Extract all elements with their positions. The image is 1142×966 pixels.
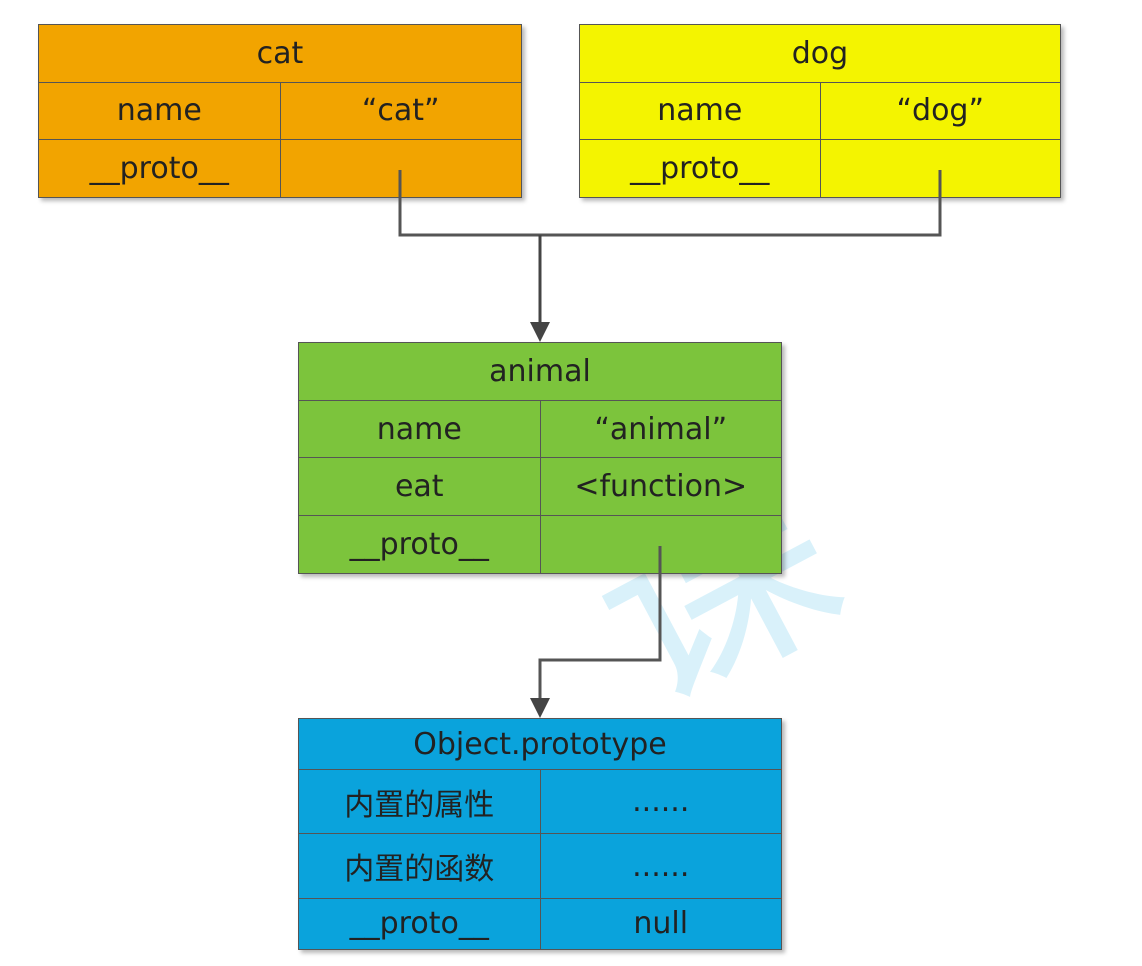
animal-name-key: name [299, 399, 541, 459]
cat-object-box: cat name “cat” __proto__ [38, 24, 522, 198]
animal-eat-value: <function> [539, 457, 781, 517]
animal-proto-value [539, 515, 781, 573]
cat-object-table: cat name “cat” __proto__ [39, 25, 521, 197]
object-prototype-builtin-props-key: 内置的属性 [299, 769, 541, 835]
dog-proto-key: __proto__ [580, 139, 821, 197]
cat-title: cat [39, 25, 521, 83]
object-prototype-proto-value: null [539, 897, 781, 949]
cat-name-value: “cat” [279, 81, 521, 141]
dog-title: dog [580, 25, 1060, 83]
animal-arrowhead [530, 322, 550, 342]
dog-name-key: name [580, 81, 821, 141]
cat-proto-key: __proto__ [39, 139, 281, 197]
animal-name-value: “animal” [539, 399, 781, 459]
cat-name-key: name [39, 81, 281, 141]
animal-object-box: animal name “animal” eat <function> __pr… [298, 342, 782, 574]
object-prototype-builtin-funcs-key: 内置的函数 [299, 833, 541, 899]
object-prototype-title: Object.prototype [299, 719, 781, 771]
dog-name-value: “dog” [819, 81, 1060, 141]
dog-proto-value [819, 139, 1060, 197]
dog-object-table: dog name “dog” __proto__ [580, 25, 1060, 197]
object-prototype-builtin-funcs-value: ...... [539, 833, 781, 899]
animal-object-table: animal name “animal” eat <function> __pr… [299, 343, 781, 573]
dog-object-box: dog name “dog” __proto__ [579, 24, 1061, 198]
object-prototype-builtin-props-value: ...... [539, 769, 781, 835]
animal-proto-key: __proto__ [299, 515, 541, 573]
object-prototype-arrowhead [530, 698, 550, 718]
animal-eat-key: eat [299, 457, 541, 517]
animal-title: animal [299, 343, 781, 401]
object-prototype-proto-key: __proto__ [299, 897, 541, 949]
object-prototype-table: Object.prototype 内置的属性 ...... 内置的函数 ....… [299, 719, 781, 949]
cat-proto-value [279, 139, 521, 197]
object-prototype-box: Object.prototype 内置的属性 ...... 内置的函数 ....… [298, 718, 782, 950]
